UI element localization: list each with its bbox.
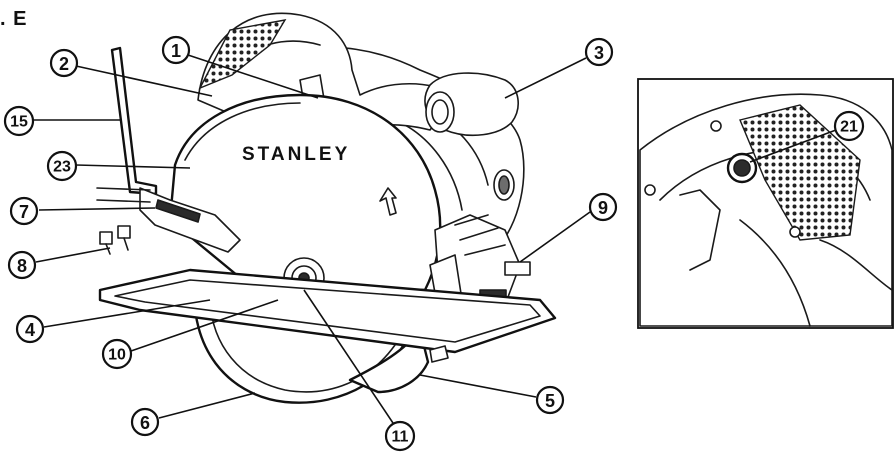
guard-lever <box>96 187 241 253</box>
figure-label: . E <box>0 8 28 30</box>
callout-4: 4 <box>15 314 45 344</box>
svg-text:4: 4 <box>25 320 35 340</box>
callout-2: 2 <box>49 48 79 78</box>
callout-7: 7 <box>9 196 39 226</box>
callout-9: 9 <box>588 192 618 222</box>
callout-6: 6 <box>130 407 160 437</box>
svg-text:6: 6 <box>140 413 150 433</box>
svg-text:9: 9 <box>598 198 608 218</box>
svg-text:23: 23 <box>53 159 71 176</box>
auxiliary-handle <box>424 72 519 137</box>
adjustment-screws <box>99 225 131 255</box>
callout-8: 8 <box>7 250 37 280</box>
svg-text:8: 8 <box>17 256 27 276</box>
brand-label: STANLEY <box>242 144 350 165</box>
callout-11: 11 <box>384 420 416 452</box>
svg-text:21: 21 <box>840 119 858 136</box>
callout-15: 15 <box>3 105 35 137</box>
inset-detail <box>637 78 894 329</box>
base-plate <box>98 268 557 363</box>
svg-text:1: 1 <box>171 41 181 61</box>
callout-23: 23 <box>46 150 78 182</box>
svg-text:5: 5 <box>545 391 555 411</box>
callout-1: 1 <box>161 35 191 65</box>
svg-text:3: 3 <box>594 43 604 63</box>
callout-5: 5 <box>535 385 565 415</box>
svg-text:15: 15 <box>10 114 28 131</box>
svg-text:11: 11 <box>392 429 409 446</box>
svg-text:2: 2 <box>59 54 69 74</box>
hex-key <box>110 46 158 196</box>
callout-3: 3 <box>584 37 614 67</box>
leader-lines <box>33 54 837 433</box>
saw-main-view: STANLEY <box>96 12 557 404</box>
svg-text:7: 7 <box>19 202 29 222</box>
svg-text:10: 10 <box>108 347 126 364</box>
callout-10: 10 <box>101 338 133 370</box>
callout-21: 21 <box>833 110 865 142</box>
